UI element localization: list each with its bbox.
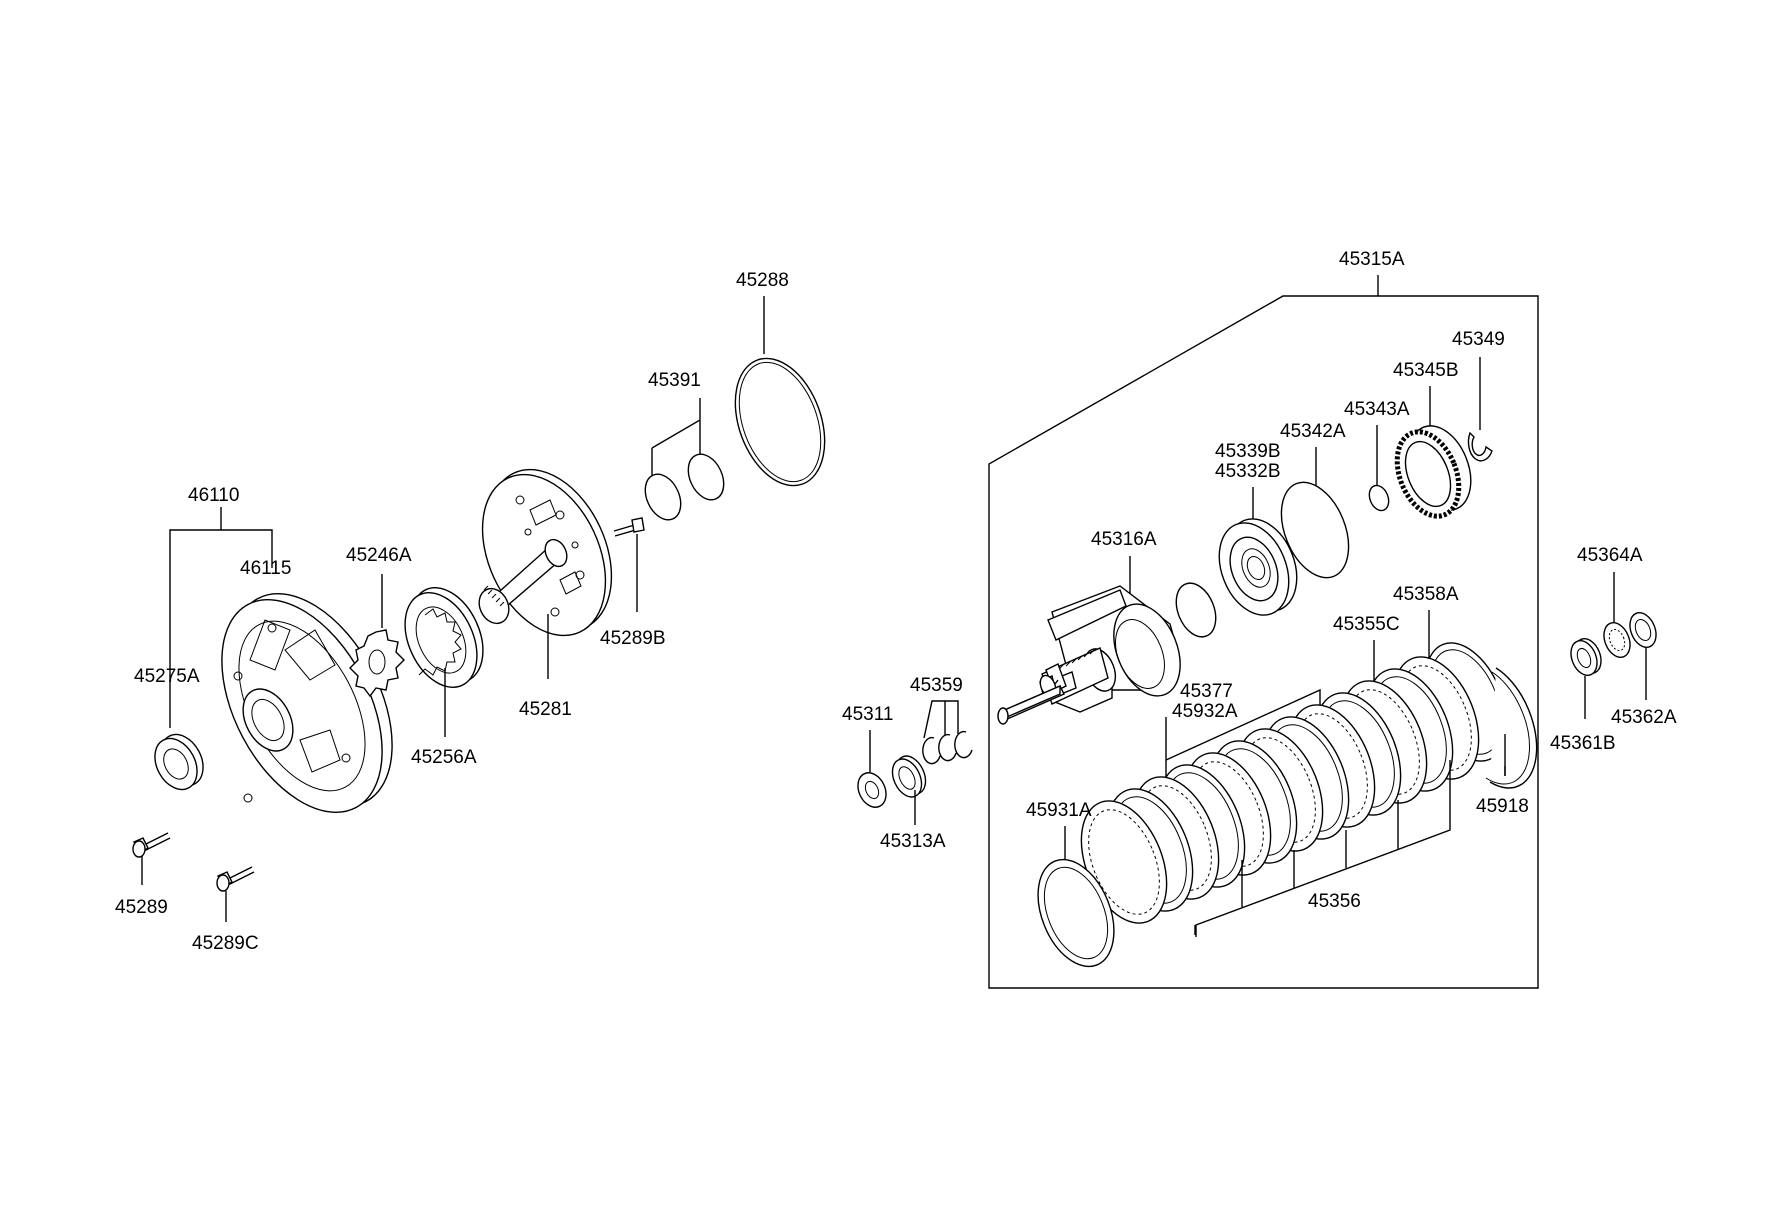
label-45356: 45356: [1308, 891, 1361, 912]
label-45918: 45918: [1476, 796, 1529, 817]
small-ring-45343A-part: [1368, 484, 1390, 512]
label-45391: 45391: [648, 370, 701, 391]
piston-45339B-part: [1218, 518, 1298, 616]
label-45345B: 45345B: [1393, 360, 1459, 381]
oil-seal-part: [154, 733, 204, 791]
label-45377: 45377: [1180, 681, 1233, 702]
retainer-plate-45931A-part: [1037, 858, 1115, 968]
label-45349: 45349: [1452, 329, 1505, 350]
label-45311: 45311: [842, 704, 893, 725]
label-45246A: 45246A: [346, 545, 412, 566]
bolt-45289-part: [132, 832, 171, 858]
label-45358A: 45358A: [1393, 584, 1459, 605]
label-45288: 45288: [736, 270, 789, 291]
label-45932A: 45932A: [1172, 701, 1238, 722]
label-46110: 46110: [188, 485, 239, 506]
bracket-46110: [169, 507, 273, 677]
bearing-45313A-part: [891, 755, 927, 798]
label-45332B: 45332B: [1215, 461, 1281, 482]
label-45315A: 45315A: [1339, 249, 1405, 270]
seal-ring-pair-part: [644, 453, 725, 521]
bolt-45289C-part: [216, 866, 255, 892]
thrust-washer-45311-part: [857, 772, 887, 808]
snap-ring-set-45359-part: [922, 730, 973, 765]
label-45289: 45289: [115, 897, 168, 918]
bearing-45364A-part: [1603, 622, 1631, 658]
label-45289B: 45289B: [600, 628, 666, 649]
clutch-drum-part: [997, 585, 1181, 725]
label-45361B: 45361B: [1550, 733, 1616, 754]
o-ring-part: [734, 357, 826, 487]
label-45256A: 45256A: [411, 747, 477, 768]
snap-ring-45349-part: [1467, 431, 1493, 462]
seal-ring-small-part: [1175, 582, 1217, 638]
label-45343A: 45343A: [1344, 399, 1410, 420]
label-45339B: 45339B: [1215, 441, 1281, 462]
pump-body-part: [221, 593, 393, 813]
inner-gear-part: [349, 629, 405, 698]
one-way-clutch-part: [1394, 425, 1472, 519]
label-45342A: 45342A: [1280, 421, 1346, 442]
label-45364A: 45364A: [1577, 545, 1643, 566]
label-45355C: 45355C: [1333, 614, 1400, 635]
seal-ring-45342A-part: [1280, 481, 1350, 579]
label-45289C: 45289C: [192, 933, 259, 954]
label-45359: 45359: [910, 675, 963, 696]
washer-45362A-part: [1629, 612, 1657, 648]
label-45931A: 45931A: [1026, 800, 1092, 821]
snap-ring-45918-part: [1485, 667, 1538, 789]
bolt-45289B-part: [613, 517, 645, 537]
label-45275A: 45275A: [134, 666, 200, 687]
label-46115: 46115: [240, 558, 291, 579]
label-45316A: 45316A: [1091, 529, 1157, 550]
label-45313A: 45313A: [880, 831, 946, 852]
bearing-45361B-part: [1570, 638, 1602, 676]
assembly-box-45315A: [988, 295, 1539, 989]
label-45362A: 45362A: [1611, 707, 1677, 728]
label-45281: 45281: [519, 699, 572, 720]
stator-shaft-part: [478, 468, 613, 637]
outer-gear-part: [404, 587, 484, 688]
